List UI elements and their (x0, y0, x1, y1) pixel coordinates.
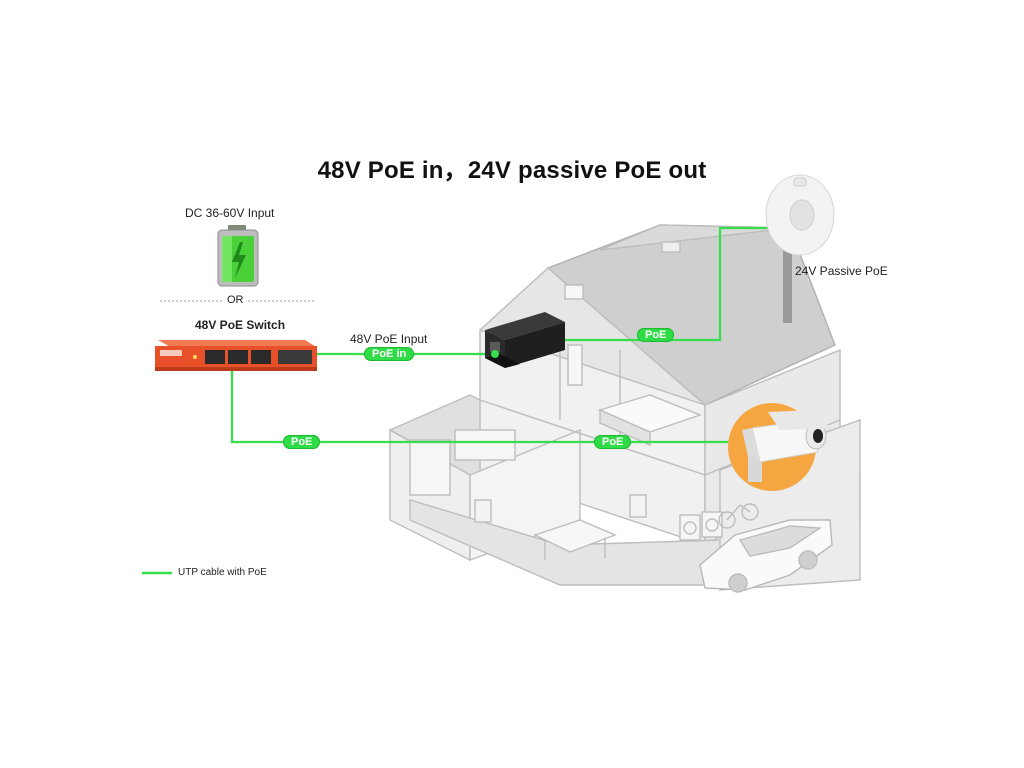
antenna-icon (765, 174, 835, 323)
poe-in-badge: PoE in (364, 347, 415, 361)
diagram-title: 48V PoE in，24V passive PoE out (317, 157, 707, 184)
passive-poe-label: 24V Passive PoE (795, 264, 888, 278)
or-label: OR (227, 294, 244, 306)
legend-label: UTP cable with PoE (178, 567, 267, 578)
camera-icon (728, 403, 830, 491)
poe-switch-icon (155, 340, 318, 371)
poe-switch-label: 48V PoE Switch (195, 318, 286, 332)
poe-input-label: 48V PoE Input (350, 332, 428, 346)
battery-icon (217, 225, 259, 287)
poe-badge-top: PoE (637, 328, 675, 342)
poe-converter-icon (485, 312, 565, 368)
poe-badge-left: PoE (283, 435, 321, 449)
dc-input-label: DC 36-60V Input (185, 206, 275, 220)
poe-badge-middle: PoE (594, 435, 632, 449)
